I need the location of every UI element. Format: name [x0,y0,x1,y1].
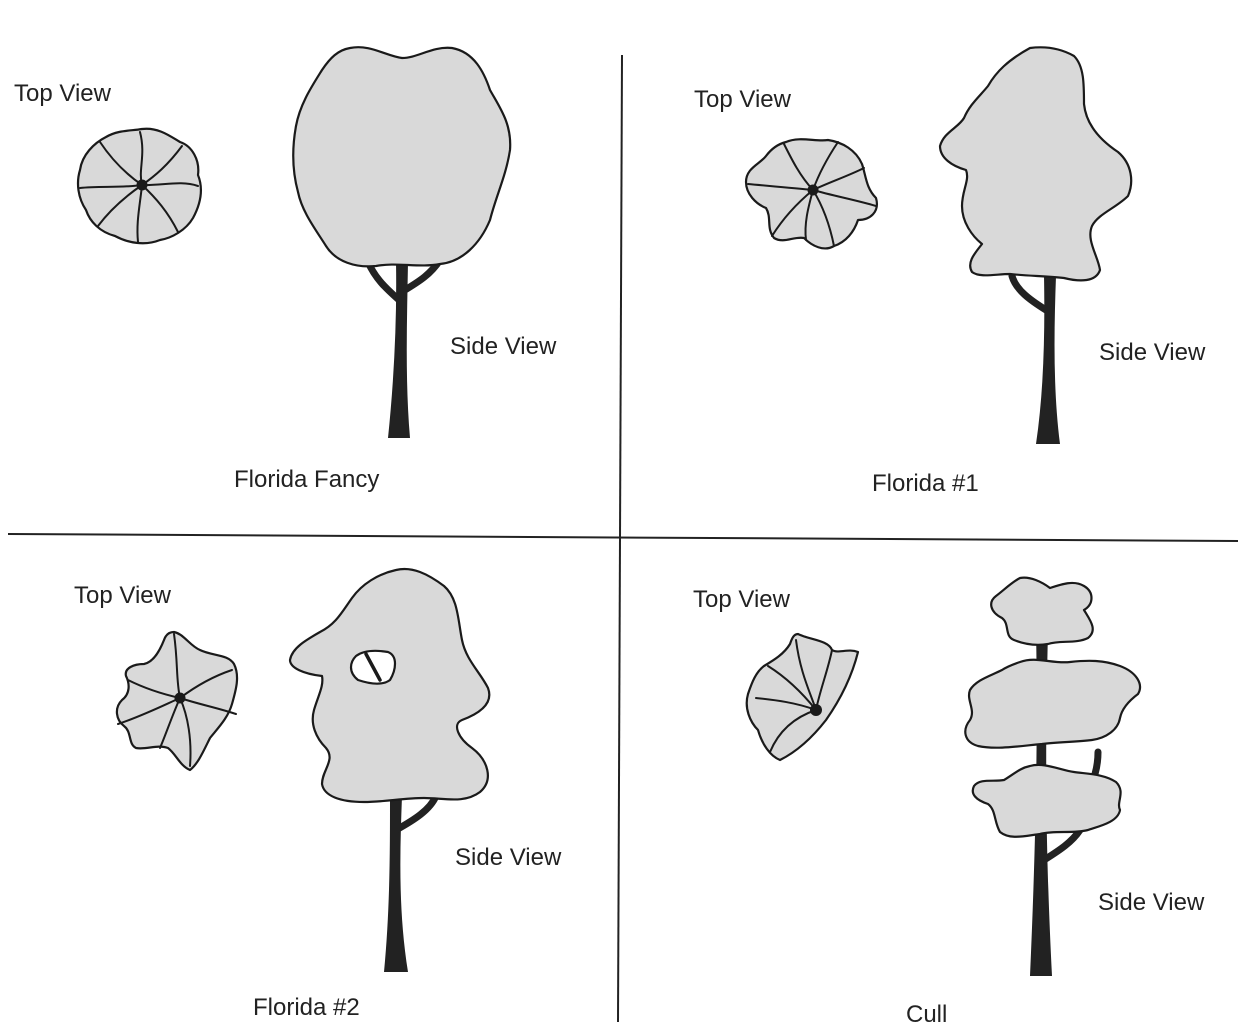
fancy-top-view-canopy [78,129,201,244]
florida1-top-view-label: Top View [694,88,791,112]
florida1-side-view-tree [940,47,1131,444]
vertical-divider [618,55,622,1022]
florida1-top-view-trunk-dot [808,185,819,196]
fancy-side-view-tree [293,47,510,438]
florida1-top-view-canopy [746,139,877,248]
fancy-side-view-canopy [293,47,510,266]
cull-top-view-canopy [747,634,858,760]
florida2-side-view-tree [290,569,489,972]
florida2-top-view-trunk-dot [175,693,186,704]
florida1-grade-title: Florida #1 [872,472,979,496]
cull-lower-canopy [973,765,1121,837]
florida1-side-view-label: Side View [1099,341,1205,365]
cull-middle-canopy [965,660,1140,748]
fancy-top-view-label: Top View [14,82,111,106]
fancy-grade-title: Florida Fancy [234,468,379,492]
florida2-top-view-label: Top View [74,584,171,608]
horizontal-divider [8,534,1238,541]
florida1-side-view-trunk [1036,276,1060,444]
fancy-side-view-label: Side View [450,335,556,359]
cull-grade-title: Cull [906,1003,947,1027]
cull-side-view-tree [965,578,1140,976]
florida1-side-view-canopy [940,47,1131,280]
cull-side-view-label: Side View [1098,891,1204,915]
florida2-side-view-canopy [290,569,489,802]
cull-top-view-trunk-dot [810,704,822,716]
florida2-side-view-label: Side View [455,846,561,870]
cull-top-view-label: Top View [693,588,790,612]
florida2-top-view-canopy [117,632,237,770]
florida2-grade-title: Florida #2 [253,996,360,1020]
cull-upper-canopy [991,578,1093,645]
fancy-top-view-trunk-dot [137,180,148,191]
